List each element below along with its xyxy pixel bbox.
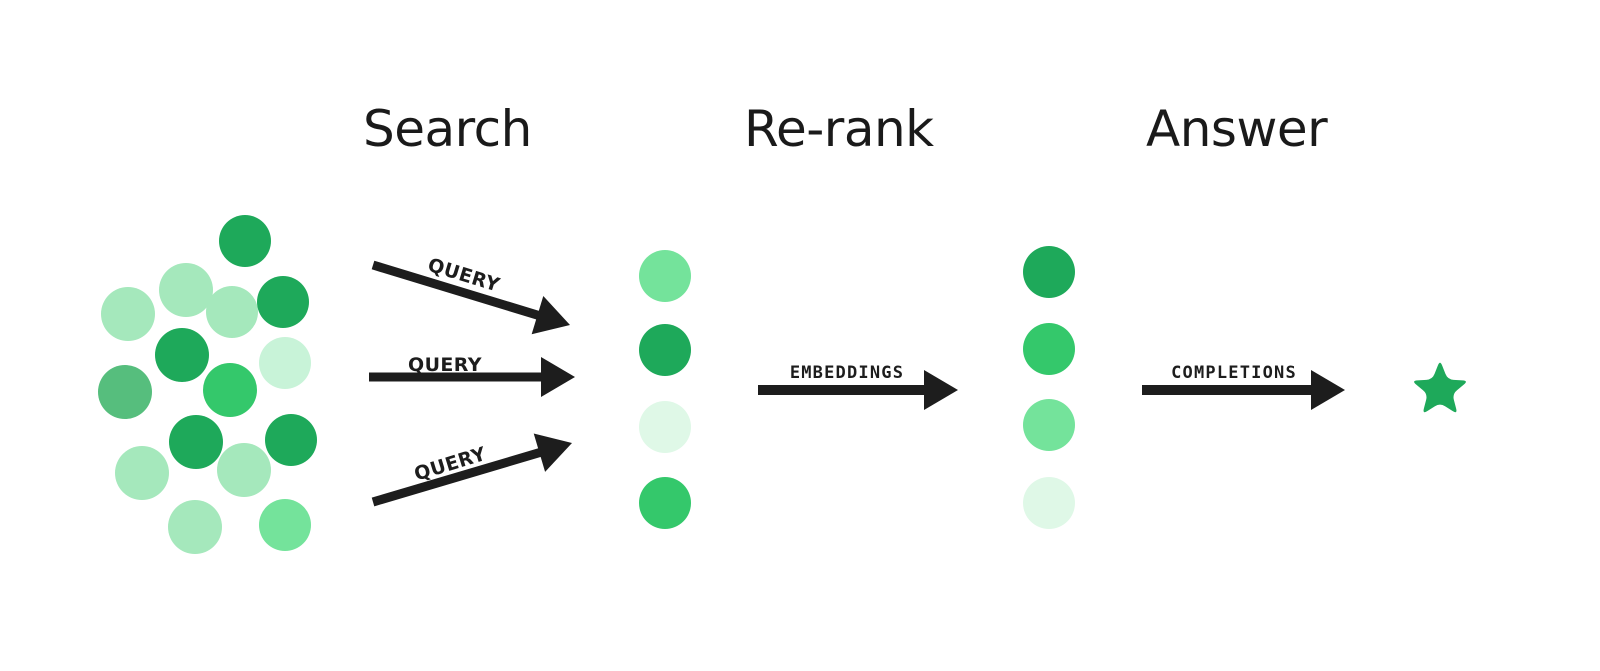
arrow-head bbox=[1311, 370, 1345, 410]
arrow-embeddings: EMBEDDINGS bbox=[758, 363, 958, 410]
arrow-label-embeddings: EMBEDDINGS bbox=[790, 363, 904, 383]
corpus-dot bbox=[98, 365, 152, 419]
result-dot bbox=[639, 401, 691, 453]
answer-star-group bbox=[1414, 362, 1466, 413]
arrow-shaft bbox=[371, 260, 541, 320]
arrow-head bbox=[531, 295, 570, 335]
corpus-dot bbox=[168, 500, 222, 554]
arrow-completions: COMPLETIONS bbox=[1142, 363, 1345, 410]
arrow-shaft bbox=[371, 447, 543, 507]
retrieved-results-column bbox=[639, 250, 691, 529]
stage-headings: Search Re-rank Answer bbox=[363, 100, 1329, 158]
arrow-label-completions: COMPLETIONS bbox=[1171, 363, 1297, 383]
arrow-head bbox=[924, 370, 958, 410]
corpus-dot bbox=[159, 263, 213, 317]
corpus-dot bbox=[169, 415, 223, 469]
result-dot bbox=[639, 250, 691, 302]
document-corpus-cluster bbox=[98, 215, 317, 554]
corpus-dot bbox=[217, 443, 271, 497]
corpus-dot bbox=[259, 499, 311, 551]
corpus-dot bbox=[259, 337, 311, 389]
arrow-head bbox=[541, 357, 575, 397]
corpus-dot bbox=[155, 328, 209, 382]
heading-answer: Answer bbox=[1146, 100, 1328, 158]
reranked-dot bbox=[1023, 323, 1075, 375]
heading-search: Search bbox=[363, 100, 532, 158]
corpus-dot bbox=[203, 363, 257, 417]
answer-star bbox=[1414, 362, 1466, 413]
heading-rerank: Re-rank bbox=[744, 100, 934, 158]
arrow-head bbox=[533, 433, 572, 472]
flow-arrows: EMBEDDINGS COMPLETIONS bbox=[758, 363, 1345, 410]
arrow-query-middle: QUERY bbox=[369, 354, 575, 397]
result-dot bbox=[639, 477, 691, 529]
reranked-results-column bbox=[1023, 246, 1075, 529]
corpus-dot bbox=[257, 276, 309, 328]
reranked-dot bbox=[1023, 477, 1075, 529]
reranked-dot bbox=[1023, 399, 1075, 451]
reranked-dot bbox=[1023, 246, 1075, 298]
result-dot bbox=[639, 324, 691, 376]
corpus-dot bbox=[265, 414, 317, 466]
corpus-dot bbox=[101, 287, 155, 341]
arrow-label-query-middle: QUERY bbox=[408, 354, 482, 376]
corpus-dot bbox=[206, 286, 258, 338]
corpus-dot bbox=[115, 446, 169, 500]
corpus-dot bbox=[219, 215, 271, 267]
